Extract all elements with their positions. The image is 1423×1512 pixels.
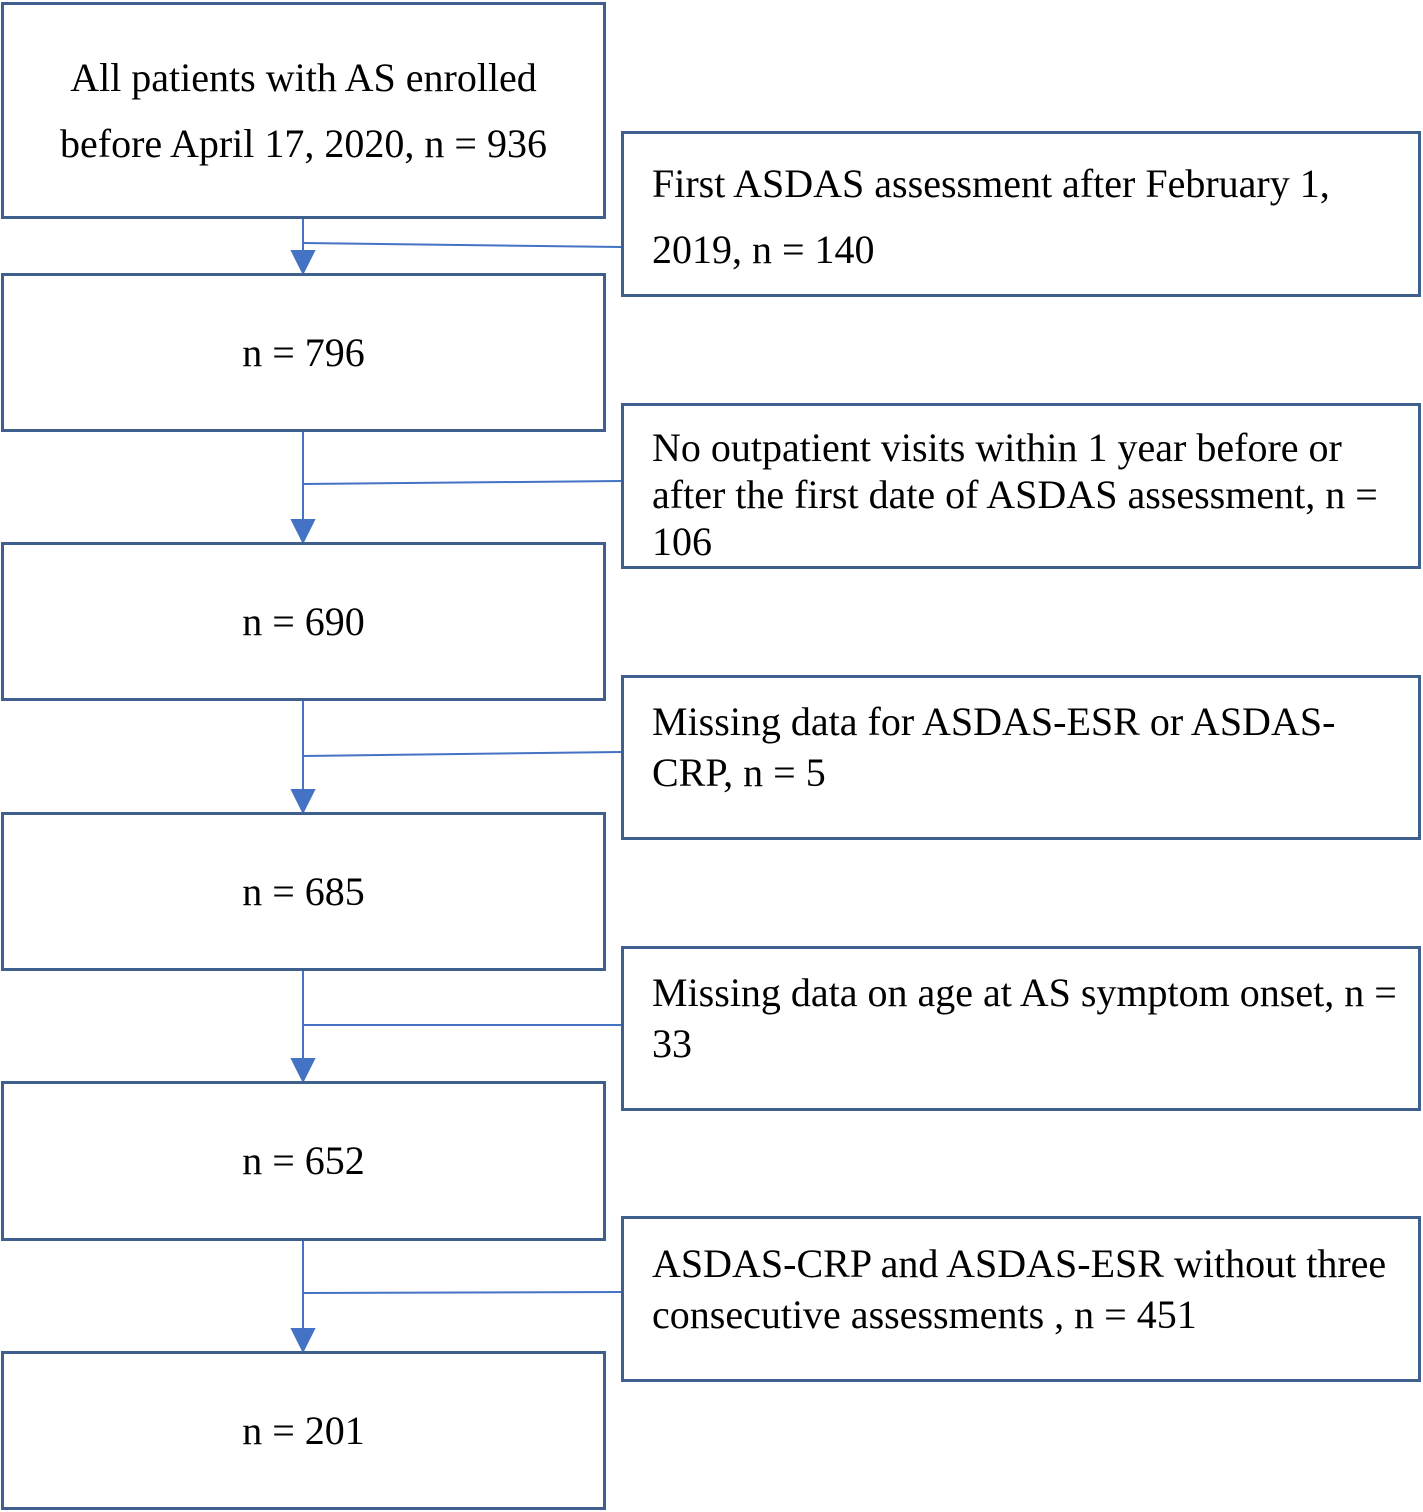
exclusion-text-5: ASDAS-CRP and ASDAS-ESR without three co… (652, 1241, 1387, 1337)
start-box: All patients with AS enrolled before Apr… (1, 2, 606, 219)
step-box-685: n = 685 (1, 812, 606, 971)
arrow-head-2 (290, 519, 316, 545)
exclusion-text-3: Missing data for ASDAS-ESR or ASDAS-CRP,… (652, 699, 1336, 795)
step-box-690: n = 690 (1, 542, 606, 701)
exclusion-box-2: No outpatient visits within 1 year befor… (621, 403, 1421, 569)
step-text-690: n = 690 (242, 598, 365, 644)
exclusion-box-4: Missing data on age at AS symptom onset,… (621, 946, 1421, 1111)
step-text-685: n = 685 (242, 868, 365, 914)
branch-line-5 (302, 1291, 622, 1294)
step-text-652: n = 652 (242, 1138, 365, 1183)
exclusion-box-3: Missing data for ASDAS-ESR or ASDAS-CRP,… (621, 675, 1421, 840)
step-text-201: n = 201 (242, 1407, 365, 1453)
step-box-796: n = 796 (1, 273, 606, 432)
arrow-head-4 (290, 1058, 316, 1084)
exclusion-text-1: First ASDAS assessment after February 1,… (652, 161, 1330, 272)
branch-line-3 (302, 751, 622, 757)
arrow-head-5 (290, 1328, 316, 1354)
arrow-head-1 (290, 250, 316, 276)
start-box-text: All patients with AS enrolled before Apr… (24, 45, 584, 177)
exclusion-text-2: No outpatient visits within 1 year befor… (652, 425, 1378, 564)
step-box-652: n = 652 (1, 1081, 606, 1241)
arrow-head-3 (290, 789, 316, 815)
exclusion-text-4: Missing data on age at AS symptom onset,… (652, 970, 1397, 1066)
start-text: All patients with AS enrolled before Apr… (60, 54, 547, 166)
step-text-796: n = 796 (242, 329, 365, 375)
step-box-201: n = 201 (1, 1351, 606, 1510)
branch-line-1 (302, 242, 622, 248)
exclusion-box-1: First ASDAS assessment after February 1,… (621, 131, 1421, 297)
branch-line-2 (302, 480, 622, 485)
exclusion-box-5: ASDAS-CRP and ASDAS-ESR without three co… (621, 1216, 1421, 1382)
